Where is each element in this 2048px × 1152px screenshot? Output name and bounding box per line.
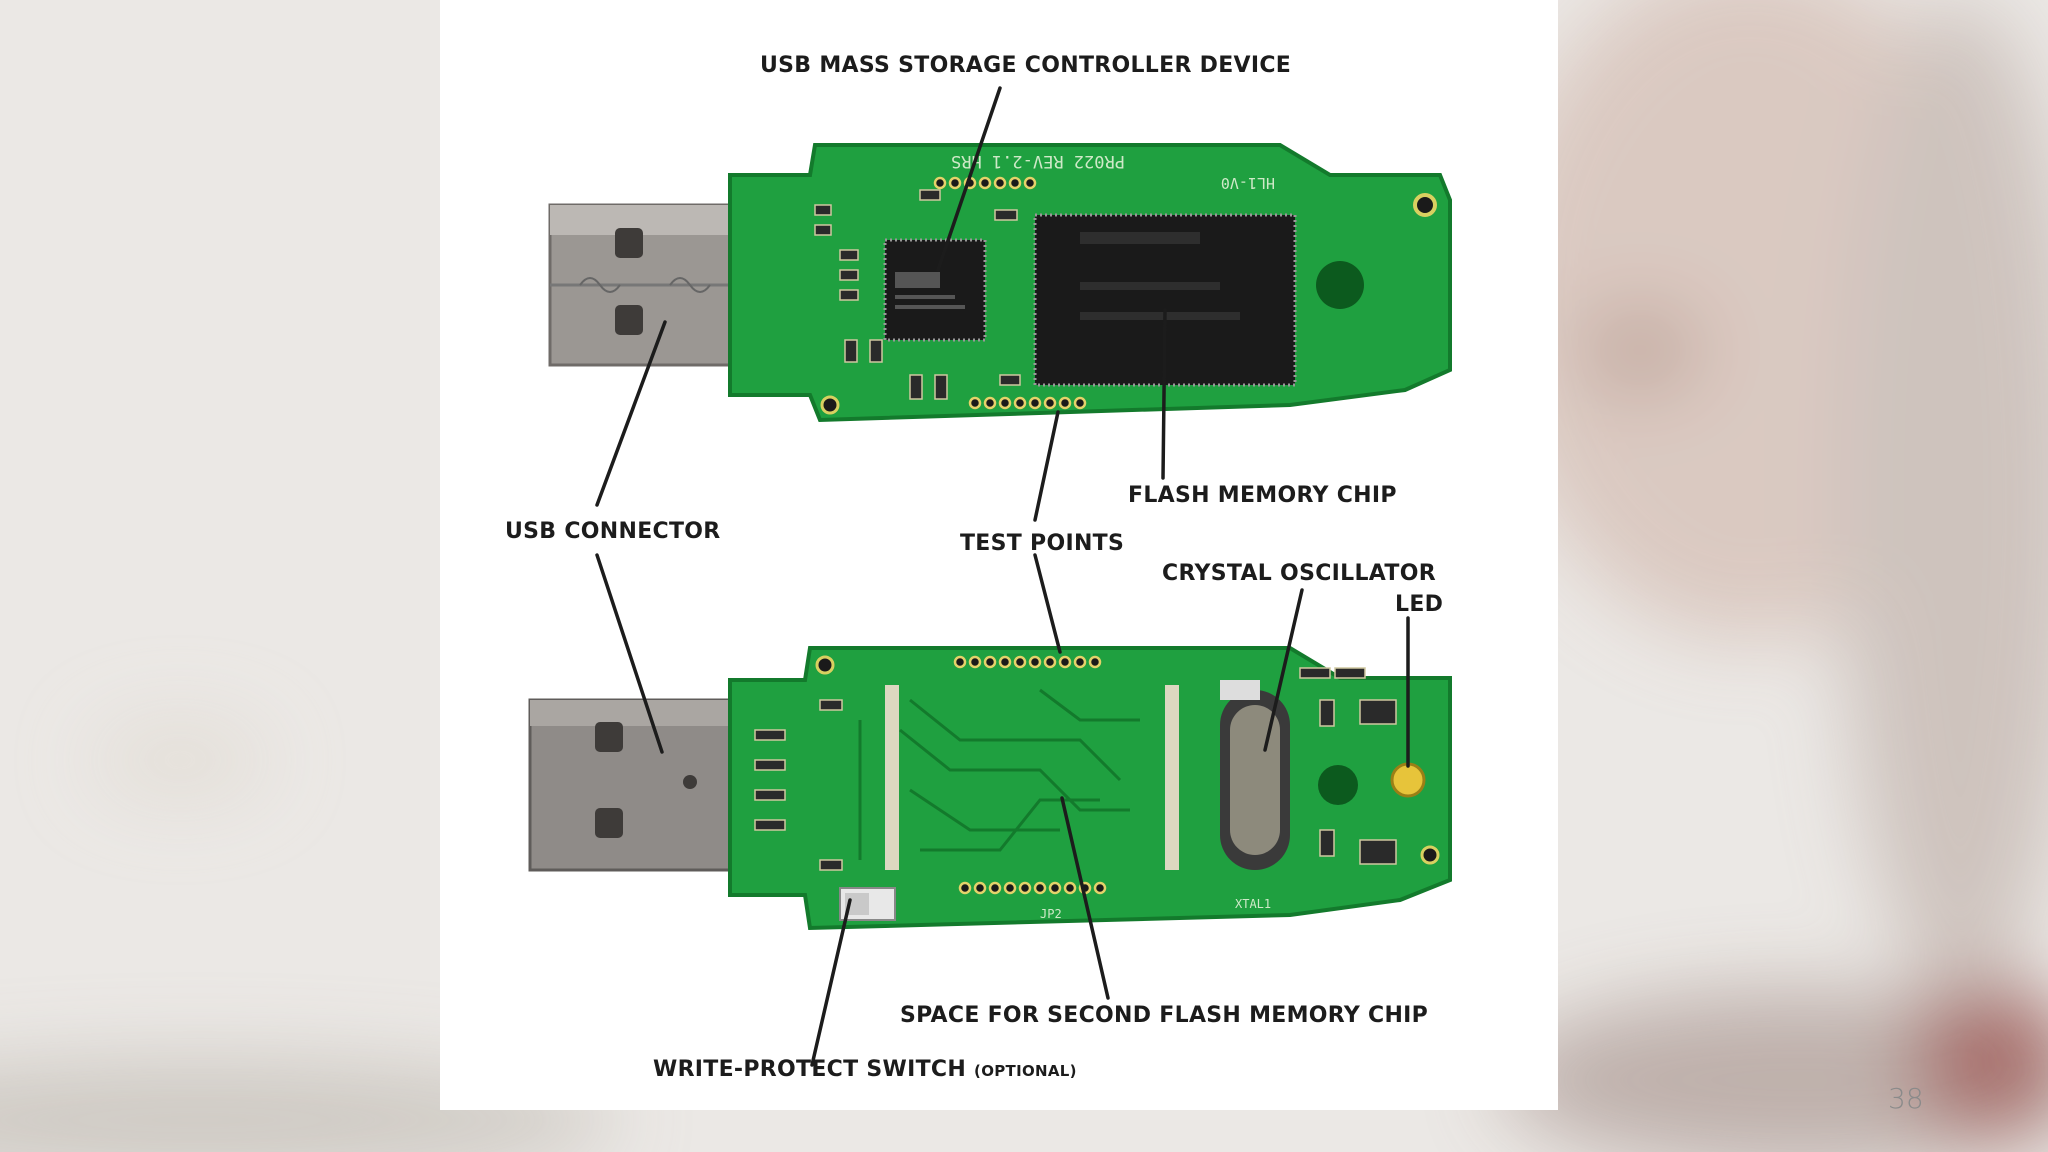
silkscreen-xtal: XTAL1 xyxy=(1235,897,1271,911)
label-crystal: CRYSTAL OSCILLATOR xyxy=(1162,561,1436,586)
label-usb-connector: USB CONNECTOR xyxy=(505,519,721,544)
label-write-protect-note: (OPTIONAL) xyxy=(974,1062,1077,1080)
flash-chip-pads xyxy=(885,685,1179,870)
pcb-traces xyxy=(858,688,1140,860)
led xyxy=(1390,762,1426,798)
label-flash-chip: FLASH MEMORY CHIP xyxy=(1128,483,1397,508)
crystal-oscillator xyxy=(1220,680,1290,870)
label-second-flash: SPACE FOR SECOND FLASH MEMORY CHIP xyxy=(900,1003,1428,1028)
callout-lines xyxy=(595,86,1410,1067)
silkscreen-rev: PR022 REV-2.1 HRS xyxy=(951,151,1125,171)
bottom-board: XTAL1 JP2 xyxy=(528,646,1452,931)
label-controller: USB MASS STORAGE CONTROLLER DEVICE xyxy=(760,53,1291,78)
usb-flash-drive-diagram: PR022 REV-2.1 HRS HL1-V0 xyxy=(505,53,1452,1082)
usb-connector-top xyxy=(548,203,732,367)
label-write-protect: WRITE-PROTECT SWITCH (OPTIONAL) xyxy=(653,1057,1077,1082)
controller-chip xyxy=(883,238,987,342)
label-test-points: TEST POINTS xyxy=(960,531,1124,556)
test-points-top xyxy=(933,176,1087,410)
usb-connector-bottom xyxy=(528,698,732,872)
top-board: PR022 REV-2.1 HRS HL1-V0 xyxy=(548,143,1452,423)
slide-page-number: 38 xyxy=(1888,1082,1924,1115)
write-protect-switch xyxy=(839,887,896,921)
label-led: LED xyxy=(1395,592,1443,617)
label-write-protect-main: WRITE-PROTECT SWITCH xyxy=(653,1057,966,1082)
silkscreen-id: HL1-V0 xyxy=(1221,174,1275,192)
test-points-bottom xyxy=(953,655,1107,895)
silkscreen-jp: JP2 xyxy=(1040,907,1062,921)
